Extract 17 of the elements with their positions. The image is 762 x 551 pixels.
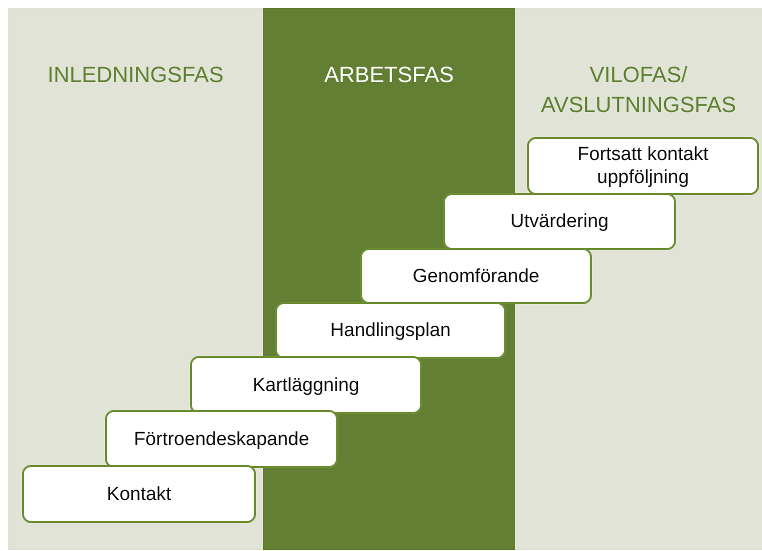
- step-label: Handlingsplan: [330, 319, 451, 342]
- step-box: [527, 137, 759, 195]
- step-label: Förtroendeskapande: [134, 428, 310, 450]
- step-box: [190, 356, 422, 414]
- phase-heading: INLEDNINGSFAS: [46, 61, 225, 89]
- step-label: Genomförande: [412, 264, 540, 288]
- step-box: [360, 248, 592, 304]
- step-box: [443, 193, 676, 250]
- step-label: Kartläggning: [252, 374, 360, 396]
- step-label: Fortsatt kontakt uppföljning: [576, 143, 710, 189]
- step-box: [22, 465, 256, 523]
- step-box: [275, 302, 506, 359]
- step-label: Kontakt: [106, 482, 172, 506]
- step-label: Utvärdering: [510, 210, 609, 233]
- step-box: [105, 410, 338, 468]
- phase-heading: ARBETSFAS: [323, 61, 455, 89]
- phase-heading: VILOFAS/ AVSLUTNINGSFAS: [540, 61, 738, 119]
